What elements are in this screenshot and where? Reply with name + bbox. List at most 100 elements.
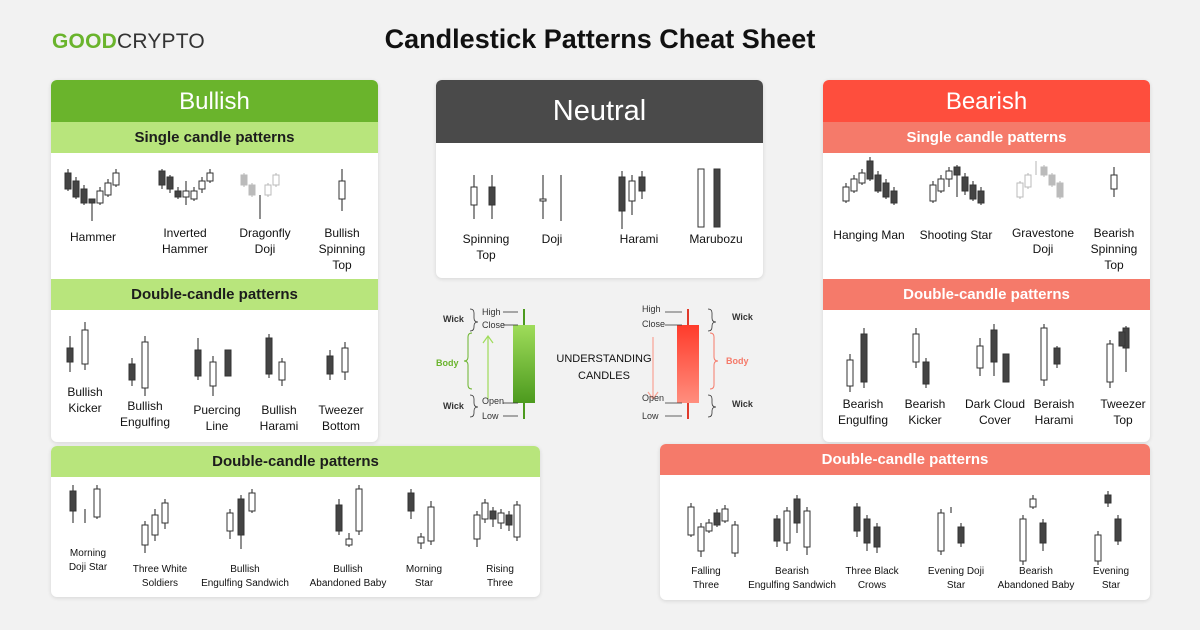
harami-icon [618, 171, 646, 229]
wick-label-bottom-right: Wick [732, 399, 753, 409]
inverted-hammer-icon [158, 169, 214, 205]
low-label-left: Low [482, 411, 499, 421]
bullish-abandoned-baby-label: Bullish Abandoned Baby [309, 564, 387, 589]
three-black-crows-icon [853, 503, 881, 553]
three-black-crows-label: Three Black Crows [845, 566, 899, 591]
three-white-soldiers-label: Three White Soldiers [132, 564, 188, 589]
shooting-star-icon [929, 165, 985, 205]
beraish-harami-label: Beraish Harami [1033, 397, 1075, 427]
wick-label-bottom-left: Wick [443, 401, 464, 411]
wick-label-top-left: Wick [443, 314, 464, 324]
shooting-star-label: Shooting Star [919, 228, 993, 242]
bearish-engulfing-icon [846, 328, 868, 392]
page-title: Candlestick Patterns Cheat Sheet [384, 24, 816, 54]
close-label-right: Close [642, 319, 666, 329]
gravestone-doji-icon [1016, 161, 1064, 199]
dark-cloud-cover-label: Dark Cloud Cover [964, 397, 1026, 427]
marubozu-label: Marubozu [689, 232, 743, 246]
bullish-spinning-top-label: Bullish Spinning Top [318, 226, 366, 272]
red-body [677, 325, 699, 403]
neutral-header: Neutral [436, 80, 763, 143]
puercing-line-icon [194, 338, 232, 396]
green-body [513, 325, 535, 403]
bearish-kicker-label: Bearish Kicker [904, 397, 946, 427]
bullish-double-band: Bullish Kicker Bullish Engulfing Puercing … [51, 310, 378, 442]
dragonfly-doji-label: Dragonfly Doji [239, 226, 291, 256]
bearish-engulfing-sandwich-icon [773, 495, 811, 555]
harami-label: Harami [619, 232, 659, 246]
bearish-engulfing-sandwich-label: Bearish Engulfing Sandwich [748, 566, 836, 591]
doji-icon [539, 175, 562, 221]
morning-star-label: Morning Star [405, 564, 443, 589]
bullish-abandoned-baby-icon [335, 485, 363, 547]
bullish-double-header: Double-candle patterns [51, 279, 378, 310]
bearish-multi-card: Double-candle patterns Falling Three Bear… [660, 444, 1150, 600]
open-label-left: Open [482, 396, 505, 406]
logo-crypto: CRYPTO [116, 30, 205, 53]
bearish-multi-band: Falling Three Bearish Engulfing Sandwich T… [660, 475, 1150, 600]
high-label-right: High [642, 304, 661, 314]
bullish-card: Bullish Single candle patterns Hammer Inv… [51, 80, 378, 442]
hammer-label: Hammer [69, 230, 116, 244]
bearish-double-header: Double-candle patterns [823, 279, 1150, 310]
hanging-man-icon [842, 157, 898, 205]
bullish-engulfing-sandwich-icon [226, 489, 256, 549]
bullish-kicker-icon [66, 322, 89, 372]
bullish-engulfing-sandwich-label: Bullish Engulfing Sandwich [201, 564, 289, 589]
wick-label-top-right: Wick [732, 312, 753, 322]
bullish-spinning-top-icon [338, 169, 346, 211]
bullish-harami-icon [265, 334, 286, 386]
puercing-line-label: Puercing Line [193, 403, 241, 433]
open-label-right: Open [642, 393, 665, 403]
three-white-soldiers-icon [141, 499, 169, 553]
spinning-top-icon [470, 175, 496, 219]
bearish-abandoned-baby-label: Bearish Abandoned Baby [997, 566, 1075, 591]
evening-star-label: Evening Star [1092, 566, 1130, 591]
tweezer-bottom-icon [326, 342, 349, 380]
bearish-card: Bearish Single candle patterns Hanging M… [823, 80, 1150, 442]
inverted-hammer-label: Inverted Hammer [161, 226, 208, 256]
dark-cloud-cover-icon [976, 324, 1010, 383]
bullish-harami-label: Bullish Harami [259, 403, 299, 433]
tweezer-bottom-label: Tweezer Bottom [318, 403, 364, 433]
dragonfly-doji-icon [240, 173, 280, 219]
body-label-left: Body [436, 358, 459, 368]
beraish-harami-icon [1040, 324, 1061, 386]
low-label-right: Low [642, 411, 659, 421]
falling-three-icon [687, 503, 739, 557]
bearish-kicker-icon [912, 328, 930, 388]
bullish-multi-header: Double-candle patterns [51, 446, 540, 477]
bearish-single-band: Hanging Man Shooting Star Gravestone Doji B… [823, 153, 1150, 279]
bearish-abandoned-baby-icon [1019, 495, 1047, 565]
understanding-candles-diagram: Wick Wick Body High Close Open Low High … [430, 295, 770, 430]
understanding-candles-title: UNDERSTANDING CANDLES [556, 353, 652, 382]
candle-anatomy-svg [463, 308, 719, 419]
bearish-multi-header: Double-candle patterns [660, 444, 1150, 475]
bullish-kicker-label: Bullish Kicker [67, 385, 103, 415]
bearish-engulfing-label: Bearish Engulfing [837, 397, 889, 427]
hanging-man-label: Hanging Man [833, 228, 905, 242]
bullish-single-band: Hammer Inverted Hammer Dragonfly Doji Bulli… [51, 153, 378, 279]
bearish-spinning-top-icon [1110, 167, 1118, 197]
falling-three-label: Falling Three [691, 566, 721, 591]
marubozu-icon [697, 168, 721, 228]
bullish-multi-card: Double-candle patterns Morning Doji Star… [51, 446, 540, 597]
close-label-left: Close [482, 320, 506, 330]
doji-label: Doji [541, 232, 563, 246]
evening-doji-star-label: Evening Doji Star [927, 566, 985, 591]
bullish-engulfing-icon [128, 336, 149, 396]
rising-three-label: Rising Three [486, 564, 514, 589]
rising-three-icon [473, 499, 521, 547]
bearish-spinning-top-label: Bearish Spinning Top [1090, 226, 1138, 272]
bullish-single-header: Single candle patterns [51, 122, 378, 153]
morning-star-icon [407, 489, 435, 549]
bullish-engulfing-label: Bullish Engulfing [119, 399, 171, 429]
high-label-left: High [482, 307, 501, 317]
tweezer-top-label: Tweezer Top [1100, 397, 1146, 427]
bullish-header: Bullish [51, 80, 378, 122]
gravestone-doji-label: Gravestone Doji [1011, 226, 1075, 256]
